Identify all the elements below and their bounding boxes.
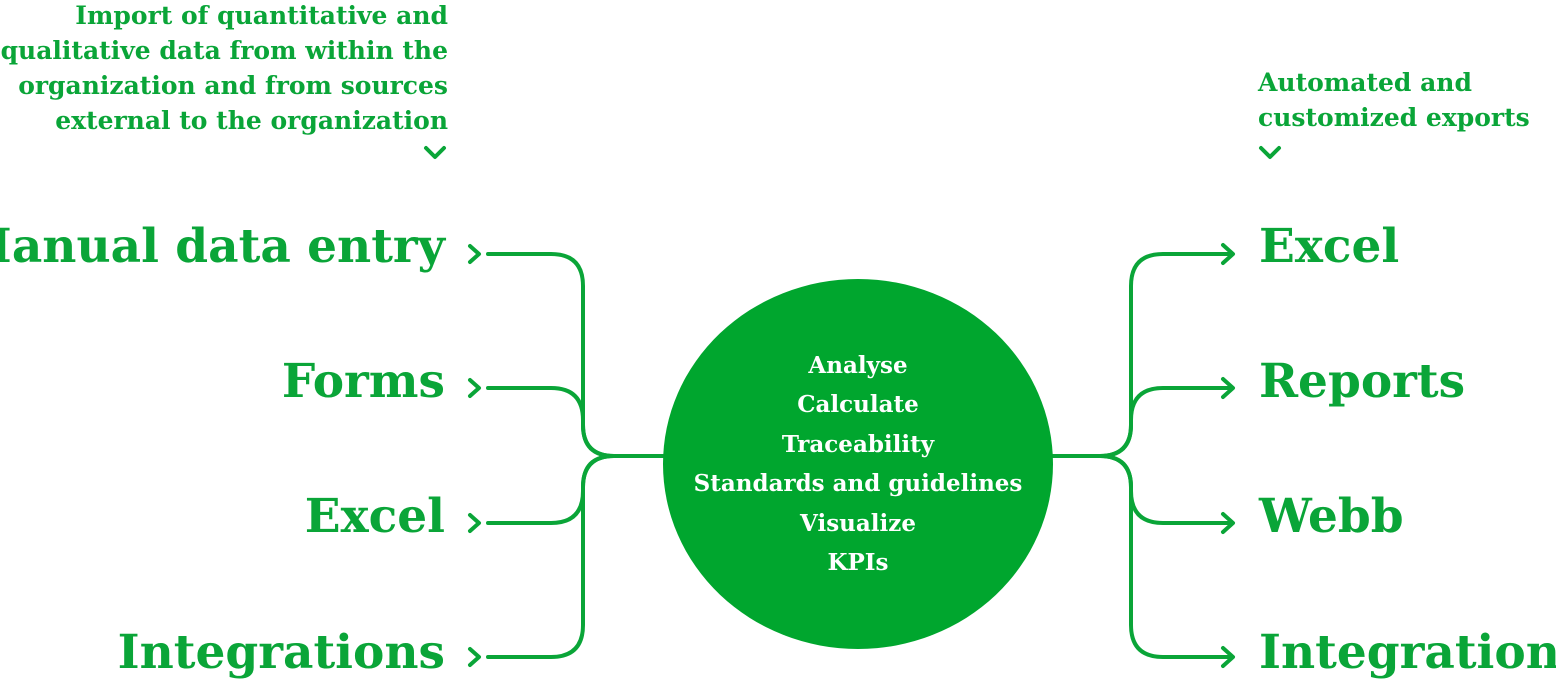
input-forms: Forms	[281, 354, 445, 409]
import-note: Import of quantitative and qualitative d…	[0, 0, 448, 138]
input-integrations: Integrations	[117, 625, 445, 680]
import-note-line: organization and from sources	[18, 71, 448, 100]
hub-line-visualize: Visualize	[800, 509, 916, 537]
connector-output-2	[1098, 386, 1234, 458]
import-note-line: qualitative data from within the	[0, 36, 448, 65]
chevron-right-icon	[468, 378, 481, 398]
connector-input-1	[486, 252, 665, 458]
connector-input-3	[486, 454, 616, 525]
output-reports: Reports	[1259, 354, 1466, 409]
arrow-right-icon	[1221, 377, 1235, 399]
connector-input-2	[486, 386, 616, 458]
hub-line-calculate: Calculate	[797, 391, 919, 418]
chevron-down-icon	[1259, 146, 1281, 159]
hub-line-analyse: Analyse	[808, 351, 908, 379]
input-manual-data-entry: Manual data entry	[0, 219, 445, 274]
hub-line-standards: Standards and guidelines	[693, 470, 1023, 497]
processing-hub: Analyse Calculate Traceability Standards…	[663, 279, 1053, 649]
hub-line-traceability: Traceability	[781, 430, 935, 458]
export-note-line: Automated and	[1258, 68, 1472, 97]
hub-line-kpis: KPIs	[827, 549, 889, 576]
output-integrations: Integrations	[1259, 625, 1556, 680]
export-note-line: customized exports	[1258, 103, 1530, 132]
chevron-right-icon	[468, 647, 481, 667]
arrow-right-icon	[1221, 512, 1235, 534]
chevron-right-icon	[468, 513, 481, 533]
arrow-right-icon	[1221, 243, 1235, 265]
output-webb: Webb	[1259, 489, 1404, 544]
arrow-right-icon	[1221, 646, 1235, 668]
output-excel: Excel	[1259, 219, 1400, 274]
input-excel: Excel	[304, 489, 445, 544]
chevron-down-icon	[424, 146, 446, 159]
connector-output-3	[1098, 454, 1234, 525]
export-note: Automated and customized exports	[1258, 65, 1556, 135]
import-note-line: external to the organization	[55, 106, 448, 135]
connector-input-4	[486, 454, 616, 659]
import-note-line: Import of quantitative and	[75, 1, 448, 30]
chevron-right-icon	[468, 244, 481, 264]
connector-output-1	[1051, 252, 1234, 458]
connector-output-4	[1098, 454, 1234, 659]
